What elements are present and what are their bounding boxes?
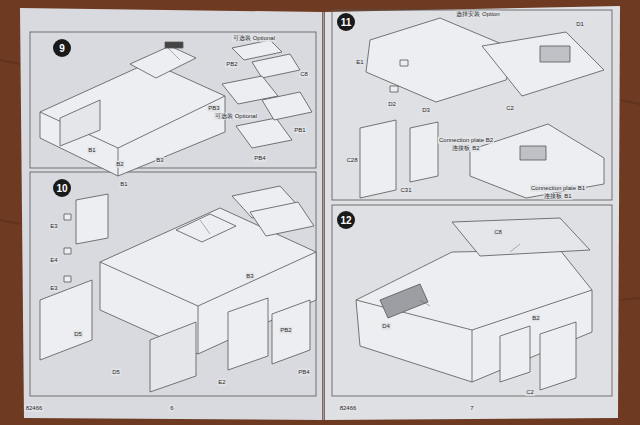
part-label: D5 [111, 369, 121, 376]
part-label: Connection plate B2 [438, 137, 494, 144]
part-label: 选择安装 Option [455, 11, 500, 18]
part-label: 可选装 Optional [214, 113, 258, 120]
part-label: D1 [575, 21, 585, 28]
part-label: PB1 [293, 127, 306, 134]
part-label: 82466 [339, 405, 358, 412]
part-label: 82466 [25, 405, 44, 412]
part-label: 连接板 B2 [451, 145, 480, 152]
part-label: C31 [399, 187, 412, 194]
step-number-circle: 9 [53, 39, 71, 57]
part-label: C8 [299, 71, 309, 78]
part-label: E2 [217, 379, 226, 386]
part-label: PB2 [279, 327, 292, 334]
part-label: C28 [345, 157, 358, 164]
part-label: E3 [49, 285, 58, 292]
step-number-circle: 11 [337, 13, 355, 31]
part-label: PB3 [207, 105, 220, 112]
part-label: PB4 [253, 155, 266, 162]
part-label: D2 [387, 101, 397, 108]
right-page [325, 6, 620, 420]
part-label: C2 [505, 105, 515, 112]
part-label: E1 [355, 59, 364, 66]
part-label: PB4 [297, 369, 310, 376]
page-fold [323, 12, 325, 420]
vehicle-parts [40, 18, 604, 392]
step-number: 12 [340, 215, 351, 226]
part-label: Connection plate B1 [530, 185, 586, 192]
part-label: PB2 [225, 61, 238, 68]
part-label: 可选装 Optional [232, 35, 276, 42]
part-label: B1 [87, 147, 96, 154]
part-label: B3 [245, 273, 254, 280]
part-label: 6 [169, 405, 174, 412]
part-label: D3 [421, 107, 431, 114]
step-number: 10 [56, 183, 67, 194]
part-label: B2 [115, 161, 124, 168]
step-panels [30, 10, 612, 396]
part-label: B3 [155, 157, 164, 164]
part-label: B2 [531, 315, 540, 322]
step-number-circle: 10 [53, 179, 71, 197]
step-number: 9 [59, 43, 65, 54]
part-label: E4 [49, 257, 58, 264]
part-label: B1 [119, 181, 128, 188]
part-label: C8 [493, 229, 503, 236]
leader-lines [168, 48, 520, 306]
part-label: D4 [381, 323, 391, 330]
part-label: 7 [469, 405, 474, 412]
part-label: D5 [73, 331, 83, 338]
step-number-circle: 12 [337, 211, 355, 229]
left-page [20, 8, 322, 420]
part-label: C2 [525, 389, 535, 396]
part-label: 连接板 B1 [543, 193, 572, 200]
step-number: 11 [341, 17, 352, 28]
part-label: E3 [49, 223, 58, 230]
